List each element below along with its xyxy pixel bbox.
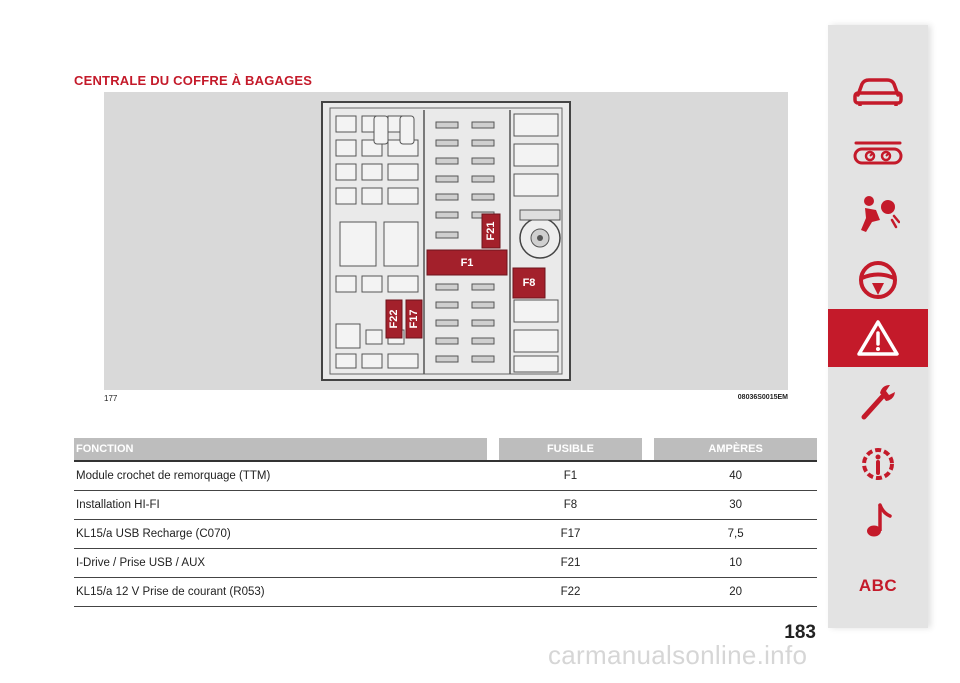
car-icon [853, 78, 903, 106]
row-function: KL15/a 12 V Prise de courant (R053) [74, 577, 487, 607]
table-row: Installation HI-FI F8 30 [74, 490, 817, 520]
fuse-F1-label: F1 [461, 257, 474, 269]
fuse-table: FONCTION FUSIBLE AMPÈRES Module crochet … [74, 438, 817, 607]
fuse-F17-label: F17 [408, 310, 420, 329]
fuse-box-diagram: F21 F1 F8 F22 F17 [104, 92, 788, 390]
row-fuse: F1 [498, 461, 643, 491]
wrench-icon [861, 385, 895, 420]
figure-number: 177 [104, 394, 118, 403]
technical-info-icon [862, 448, 894, 480]
warning-triangle-icon [857, 320, 899, 356]
airbag-icon [861, 196, 900, 232]
page-title: CENTRALE DU COFFRE À BAGAGES [74, 73, 313, 88]
row-fuse: F22 [498, 577, 643, 607]
row-amps: 7,5 [654, 519, 817, 549]
watermark: carmanualsonline.info [548, 640, 808, 670]
alphabetical-index-label: ABC [858, 576, 898, 595]
page-number: 183 [784, 622, 816, 643]
fuse-F21: F21 [481, 213, 501, 249]
row-function: KL15/a USB Recharge (C070) [74, 519, 487, 549]
sidebar-item-index[interactable]: ABC [828, 557, 928, 615]
table-header-row: FONCTION FUSIBLE AMPÈRES [74, 438, 817, 462]
table-row: KL15/a 12 V Prise de courant (R053) F22 … [74, 577, 817, 607]
fuse-F21-label: F21 [485, 222, 497, 241]
row-fuse: F21 [498, 548, 643, 578]
fuse-box-illustration: F21 F1 F8 F22 F17 [321, 101, 571, 381]
sidebar-item-emergency[interactable] [828, 309, 928, 367]
steering-wheel-icon [859, 261, 897, 299]
header-fuse: FUSIBLE [498, 438, 643, 462]
row-amps: 20 [654, 577, 817, 607]
instrument-cluster-icon [853, 141, 903, 165]
header-function: FONCTION [74, 438, 487, 462]
fuse-F8-label: F8 [523, 277, 536, 289]
fuse-F22: F22 [385, 299, 403, 339]
music-note-icon [867, 503, 892, 537]
row-amps: 30 [654, 490, 817, 520]
fuse-F17: F17 [405, 299, 423, 339]
chapter-sidebar: ABC [828, 25, 928, 628]
row-function: I-Drive / Prise USB / AUX [74, 548, 487, 578]
table-row: Module crochet de remorquage (TTM) F1 40 [74, 461, 817, 491]
row-function: Installation HI-FI [74, 490, 487, 520]
figure-code: 08036S0015EM [737, 394, 788, 401]
fuse-F1: F1 [426, 249, 508, 276]
fuse-F22-label: F22 [388, 310, 400, 329]
sidebar-item-maintenance[interactable] [828, 373, 928, 431]
table-row: KL15/a USB Recharge (C070) F17 7,5 [74, 519, 817, 549]
sidebar-item-multimedia[interactable] [828, 491, 928, 549]
row-amps: 10 [654, 548, 817, 578]
header-amps: AMPÈRES [654, 438, 817, 462]
row-fuse: F17 [498, 519, 643, 549]
table-row: I-Drive / Prise USB / AUX F21 10 [74, 548, 817, 578]
sidebar-item-car[interactable] [828, 63, 928, 121]
row-amps: 40 [654, 461, 817, 491]
sidebar-item-driving[interactable] [828, 251, 928, 309]
sidebar-item-dashboard[interactable] [828, 123, 928, 181]
sidebar-item-safety[interactable] [828, 185, 928, 243]
row-fuse: F8 [498, 490, 643, 520]
sidebar-item-technical-data[interactable] [828, 435, 928, 493]
fuse-F8: F8 [512, 267, 546, 299]
row-function: Module crochet de remorquage (TTM) [74, 461, 487, 491]
